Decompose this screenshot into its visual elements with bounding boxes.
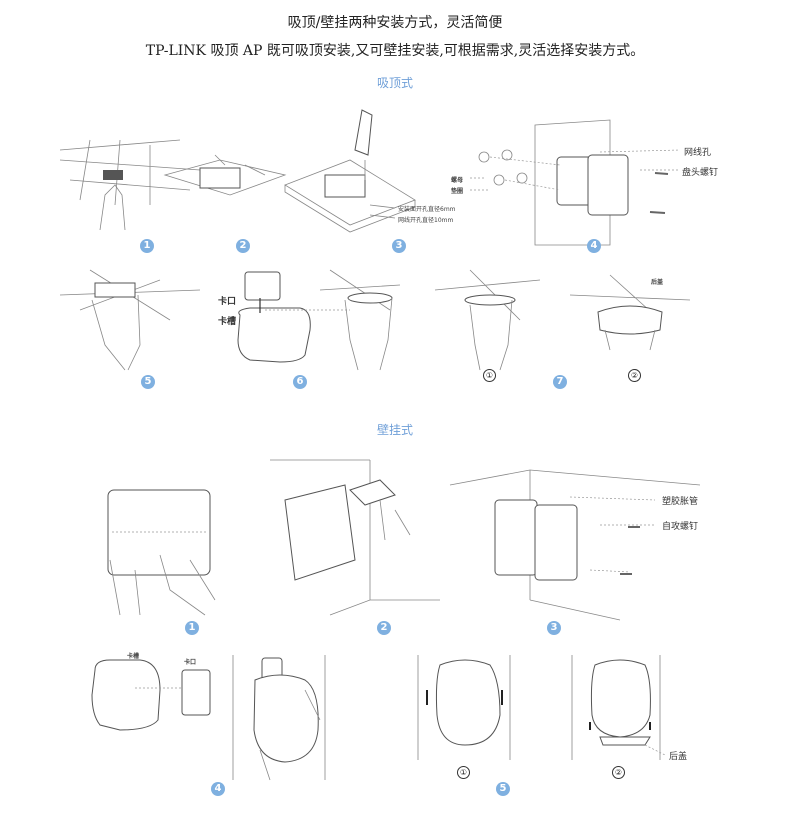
clip-label: 卡口 xyxy=(218,297,237,307)
pan-screw-label: 盘头螺钉 xyxy=(682,168,719,178)
wall-step3-illustration xyxy=(449,469,701,621)
wall-step4-illustration xyxy=(91,655,326,781)
wall-slot-label: 卡槽 xyxy=(127,653,140,660)
ceiling-step-badge: 1 xyxy=(140,239,154,253)
wall-step-badge: 2 xyxy=(377,621,391,635)
wall-step-badge: 1 xyxy=(185,621,199,635)
wall-step-badge: 5 xyxy=(496,782,510,796)
wall-step-badge: 4 xyxy=(211,782,225,796)
cable-hole-size-label: 网线开孔直径10mm xyxy=(398,217,454,224)
back-cover-label: 后盖 xyxy=(651,279,664,286)
slot-label: 卡槽 xyxy=(218,317,237,327)
ceiling-step3-illustration xyxy=(284,109,416,233)
ceiling-substep: ① xyxy=(483,369,496,382)
ceiling-step6-illustration xyxy=(237,269,401,371)
ceiling-step1-illustration xyxy=(59,139,201,231)
washer-label: 垫圈 xyxy=(451,188,464,195)
cable-hole-label: 网线孔 xyxy=(684,148,712,158)
tapping-screw-label: 自攻螺钉 xyxy=(662,522,699,532)
ceiling-step5-illustration xyxy=(59,269,201,371)
ceiling-step-badge: 5 xyxy=(141,375,155,389)
ceiling-heading: 吸顶式 xyxy=(376,76,413,90)
wall-step1-illustration xyxy=(107,489,216,616)
wall-substep: ② xyxy=(612,766,625,779)
ceiling-step7-illustration xyxy=(434,269,691,371)
ceiling-step4-illustration xyxy=(470,119,681,246)
mount-hole-label: 安装面开孔直径6mm xyxy=(398,206,456,213)
ceiling-step-badge: 6 xyxy=(293,375,307,389)
wall-step-badge: 3 xyxy=(547,621,561,635)
ceiling-step2-illustration xyxy=(163,154,287,196)
wall-step5-illustration xyxy=(417,655,666,760)
ceiling-step-badge: 3 xyxy=(392,239,406,253)
ceiling-step-badge: 4 xyxy=(587,239,601,253)
wall-clip-label: 卡口 xyxy=(184,659,197,666)
wall-step2-illustration xyxy=(270,459,440,616)
ceiling-step-badge: 2 xyxy=(236,239,250,253)
ceiling-substep: ② xyxy=(628,369,641,382)
wall-back-cover-label: 后盖 xyxy=(669,752,688,762)
anchor-label: 塑胶胀管 xyxy=(662,497,699,507)
page-subtitle: TP-LINK 吸顶 AP 既可吸顶安装,又可壁挂安装,可根据需求,灵活选择安装… xyxy=(145,43,645,59)
wall-substep: ① xyxy=(457,766,470,779)
wall-heading: 壁挂式 xyxy=(376,423,413,437)
page-title: 吸顶/壁挂两种安装方式，灵活简便 xyxy=(287,15,503,31)
nut-label: 螺母 xyxy=(451,177,464,184)
ceiling-step-badge: 7 xyxy=(553,375,567,389)
